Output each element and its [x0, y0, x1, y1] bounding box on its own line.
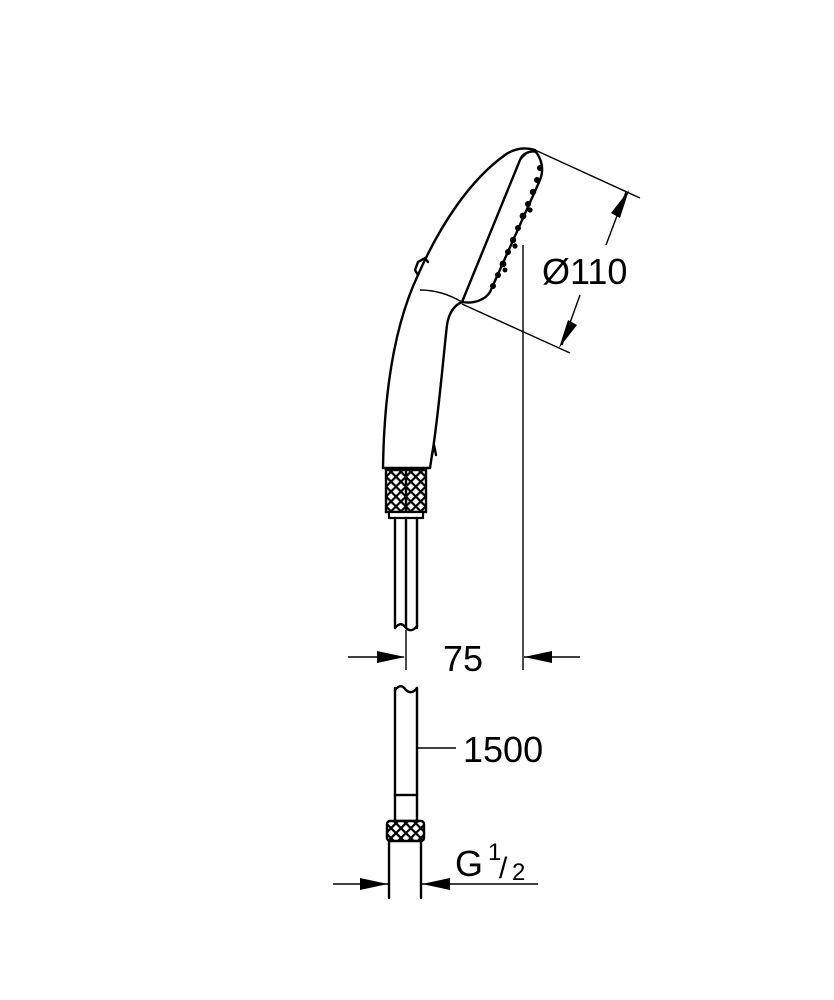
hose-connector-nut	[385, 819, 426, 900]
handle-nut	[384, 468, 428, 520]
thread-label: G	[455, 843, 483, 884]
diameter-label: Ø110	[542, 251, 627, 292]
spray-nozzles	[490, 165, 543, 289]
thread-numerator: 1	[488, 839, 501, 866]
thread-dimension	[333, 878, 538, 890]
hose-length-label: 1500	[463, 729, 543, 770]
shower-handle	[381, 147, 537, 470]
thread-denominator: 2	[512, 859, 525, 886]
shower-head-face	[460, 150, 544, 304]
hose-upper	[393, 516, 419, 632]
width-label: 75	[443, 638, 483, 679]
hose-lower	[393, 685, 419, 823]
width-dimension	[348, 630, 580, 670]
diameter-dimension	[461, 149, 641, 354]
thread-fraction-slash: /	[499, 852, 508, 885]
